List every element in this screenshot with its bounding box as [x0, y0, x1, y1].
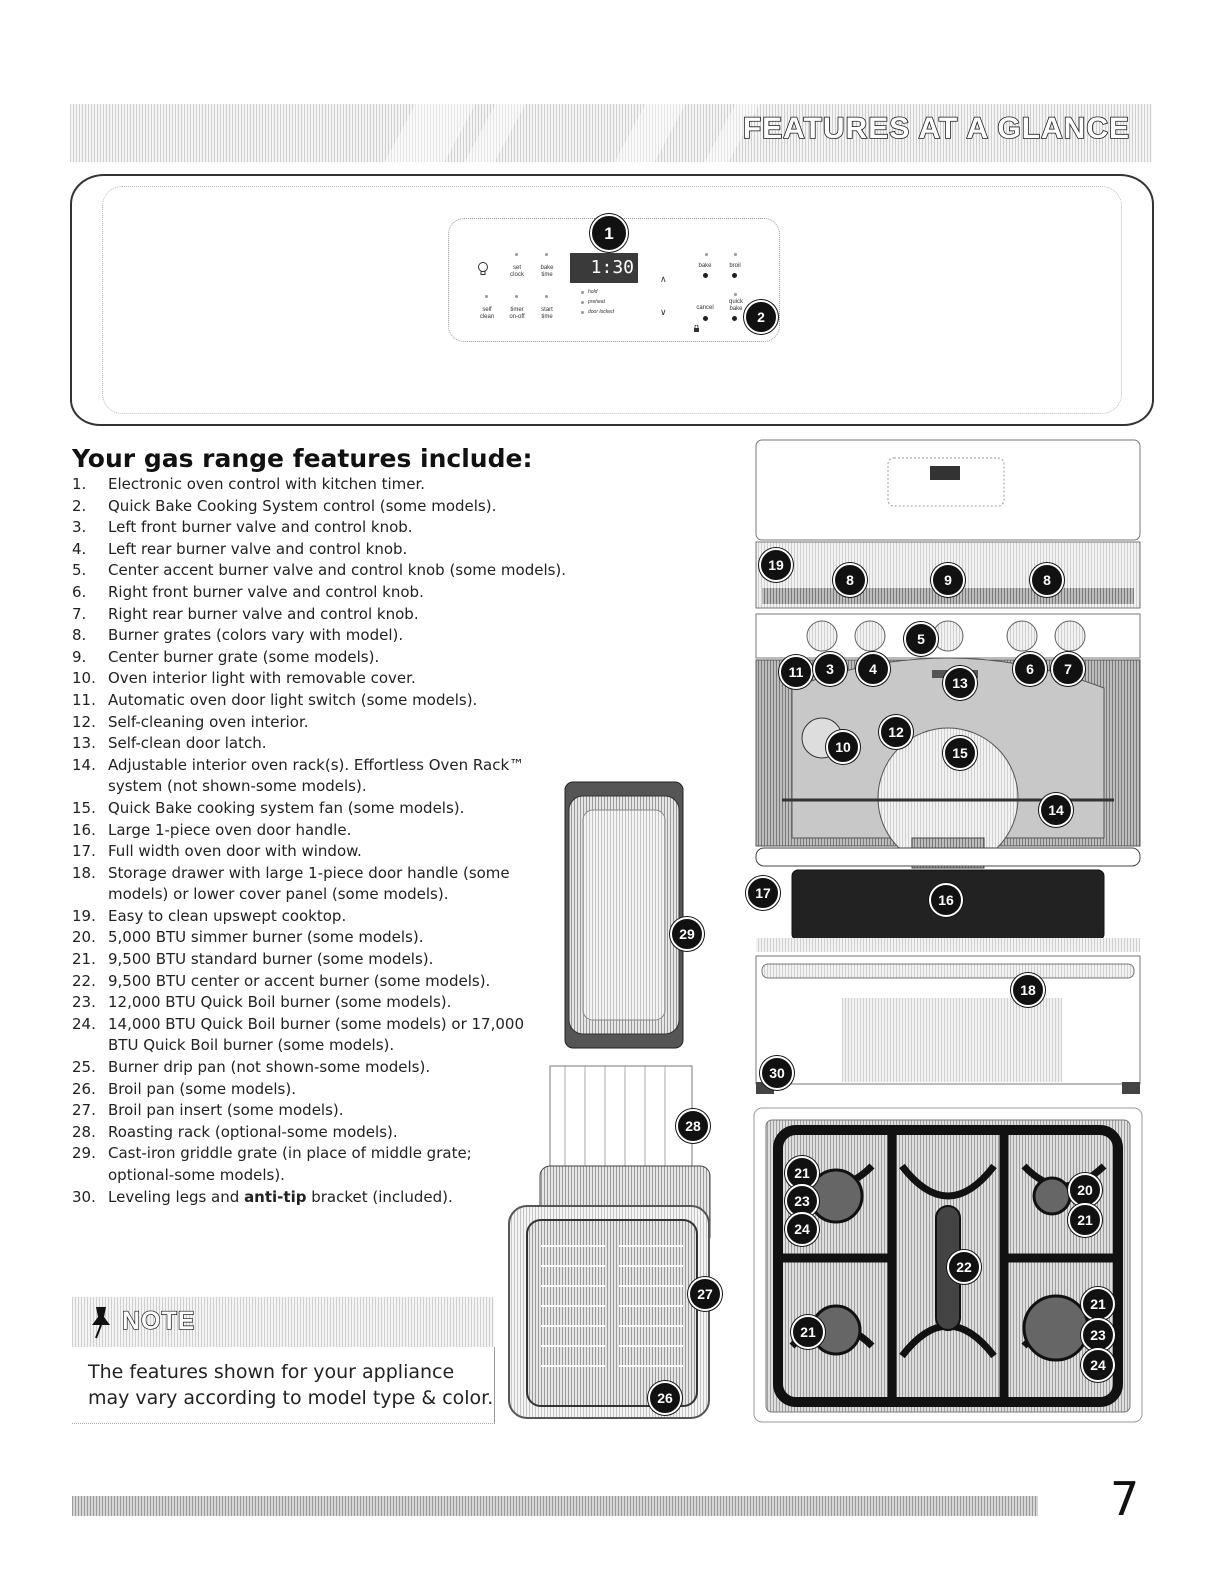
control-panel-illustration: set clock bake time 1:30 ∧ bake broil se… — [70, 174, 1154, 426]
callout-18: 18 — [1011, 973, 1045, 1007]
callout-11: 11 — [779, 655, 813, 689]
callout-14: 14 — [1039, 793, 1073, 827]
callout-22: 22 — [947, 1250, 981, 1284]
list-item: 20.5,000 BTU simmer burner (some models)… — [72, 928, 424, 947]
callout-29: 29 — [670, 917, 704, 951]
note-text: The features shown for your appliance ma… — [88, 1361, 494, 1409]
list-item: 18.Storage drawer with large 1-piece doo… — [72, 863, 510, 904]
up-arrow: ∧ — [660, 274, 667, 284]
list-item: 24.14,000 BTU Quick Boil burner (some mo… — [72, 1014, 525, 1055]
features-list: 1.Electronic oven control with kitchen t… — [72, 474, 592, 1208]
list-item: 23.12,000 BTU Quick Boil burner (some mo… — [72, 993, 452, 1012]
callout-2: 2 — [744, 300, 778, 334]
range-front-illustration — [755, 439, 1141, 1094]
callout-7: 7 — [1051, 652, 1085, 686]
callout-12: 12 — [879, 715, 913, 749]
callout-19: 19 — [759, 548, 793, 582]
callout-8-right: 8 — [1030, 563, 1064, 597]
list-item: 30.Leveling legs and anti-tip bracket (i… — [72, 1187, 453, 1206]
callout-30: 30 — [760, 1056, 794, 1090]
list-item: 26.Broil pan (some models). — [72, 1079, 296, 1098]
self-clean-label: self clean — [479, 307, 495, 320]
start-time-label: start time — [541, 307, 553, 320]
callout-10: 10 — [826, 730, 860, 764]
list-item: 28.Roasting rack (optional-some models). — [72, 1122, 398, 1141]
section-banner: FEATURES AT A GLANCE — [70, 104, 1152, 162]
down-arrow: ∨ — [660, 307, 667, 317]
page-number: 7 — [1110, 1472, 1140, 1526]
list-item: 6.Right front burner valve and control k… — [72, 582, 424, 601]
timer-label: timer on-off — [509, 307, 525, 320]
callout-26: 26 — [648, 1381, 682, 1415]
callout-20: 20 — [1068, 1173, 1102, 1207]
list-item: 7.Right rear burner valve and control kn… — [72, 604, 419, 623]
list-item: 22.9,500 BTU center or accent burner (so… — [72, 971, 491, 990]
callout-15: 15 — [943, 736, 977, 770]
callout-13: 13 — [943, 666, 977, 700]
list-item: 21.9,500 BTU standard burner (some model… — [72, 950, 434, 969]
callout-3: 3 — [813, 652, 847, 686]
footer-bar — [72, 1496, 1038, 1516]
list-item: 15.Quick Bake cooking system fan (some m… — [72, 798, 465, 817]
list-item: 4.Left rear burner valve and control kno… — [72, 539, 408, 558]
griddle-grate — [564, 781, 684, 1049]
note-title: NOTE — [121, 1306, 196, 1335]
pushpin-icon — [92, 1307, 110, 1339]
callout-21-right-rear: 21 — [1068, 1203, 1102, 1237]
note-box: The features shown for your appliance ma… — [72, 1347, 495, 1424]
callout-23-left-rear: 23 — [785, 1184, 819, 1218]
page-title: FEATURES AT A GLANCE — [742, 111, 1130, 146]
bake-time-label: bake time — [540, 265, 554, 278]
list-item: 5.Center accent burner valve and control… — [72, 561, 567, 580]
oven-display: 1:30 — [570, 253, 638, 283]
features-heading: Your gas range features include: — [72, 444, 533, 473]
list-item: 13.Self-clean door latch. — [72, 734, 267, 753]
list-item: 16.Large 1-piece oven door handle. — [72, 820, 352, 839]
cancel-label: cancel — [696, 305, 714, 311]
list-item: 14.Adjustable interior oven rack(s). Eff… — [72, 755, 525, 796]
set-clock-label: set clock — [510, 265, 524, 278]
callout-1: 1 — [590, 214, 628, 252]
quick-bake-label: quick bake — [728, 299, 743, 312]
callout-9: 9 — [931, 563, 965, 597]
broil-label: broil — [729, 263, 741, 269]
bake-label: bake — [698, 263, 712, 269]
callout-21-left-front: 21 — [791, 1315, 825, 1349]
list-item: 29.Cast-iron griddle grate (in place of … — [72, 1144, 472, 1184]
callout-16: 16 — [929, 883, 963, 917]
callout-4: 4 — [856, 652, 890, 686]
lock-icon — [694, 325, 699, 332]
list-item: 11.Automatic oven door light switch (som… — [72, 690, 478, 709]
list-item: 27.Broil pan insert (some models). — [72, 1101, 344, 1120]
list-item: 19.Easy to clean upswept cooktop. — [72, 906, 347, 925]
note-header: NOTE — [72, 1297, 494, 1347]
list-item: 17.Full width oven door with window. — [72, 842, 362, 861]
callout-8-left: 8 — [833, 563, 867, 597]
list-item: 10.Oven interior light with removable co… — [72, 669, 416, 688]
list-item: 3.Left front burner valve and control kn… — [72, 518, 413, 537]
list-item: 8.Burner grates (colors vary with model)… — [72, 626, 404, 645]
list-item: 25.Burner drip pan (not shown-some model… — [72, 1058, 431, 1077]
list-item: 9.Center burner grate (some models). — [72, 647, 380, 666]
list-item: 1.Electronic oven control with kitchen t… — [72, 475, 426, 493]
callout-27: 27 — [688, 1277, 722, 1311]
list-item: 2.Quick Bake Cooking System control (som… — [72, 496, 497, 515]
callout-17: 17 — [746, 876, 780, 910]
callout-28: 28 — [676, 1109, 710, 1143]
light-bulb-icon — [478, 262, 488, 275]
callout-5: 5 — [904, 622, 938, 656]
broil-pan — [508, 1205, 710, 1419]
list-item: 12.Self-cleaning oven interior. — [72, 712, 309, 731]
callout-24-right-front: 24 — [1081, 1348, 1115, 1382]
accessories-illustration — [508, 781, 711, 1419]
callout-21-right-front: 21 — [1081, 1287, 1115, 1321]
callout-6: 6 — [1013, 652, 1047, 686]
callout-23-right-front: 23 — [1081, 1318, 1115, 1352]
callout-24-left-rear: 24 — [785, 1212, 819, 1246]
